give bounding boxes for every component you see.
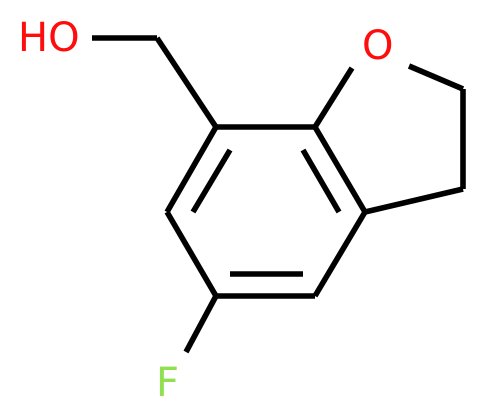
bond-c3a-c4	[312, 210, 368, 298]
hydroxyl-label: HO	[18, 15, 80, 61]
bond-ring-o-c2	[407, 63, 465, 92]
bond-c5-c6	[164, 210, 219, 298]
fluorine-label: F	[156, 360, 179, 406]
bond-c6-c7	[164, 125, 219, 214]
bond-c7a-c3a	[312, 125, 368, 214]
bond-c7a-ring-o	[312, 66, 355, 129]
bond-c3-c3a	[364, 186, 464, 215]
ring-oxygen-label: O	[362, 23, 393, 69]
bond-ch2-c7	[154, 36, 219, 129]
aromatic-inner-bond-c7-c6	[190, 148, 233, 214]
bond-c5-f	[183, 294, 219, 354]
aromatic-inner-bond-c7a-c3a	[300, 148, 342, 214]
bond-lines	[92, 35, 466, 354]
